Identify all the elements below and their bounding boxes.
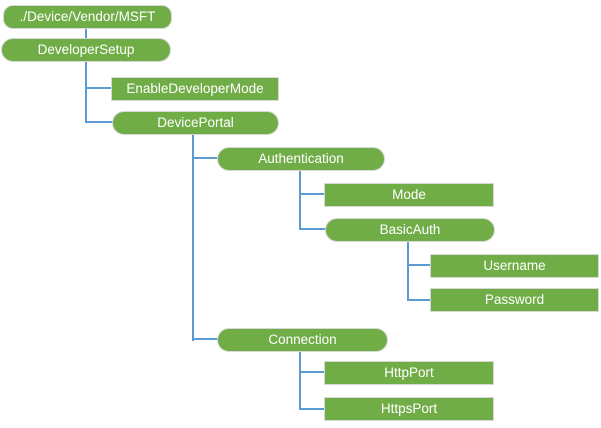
tree-node-basic-auth: BasicAuth	[325, 218, 495, 242]
connector-developersetup-trunk	[85, 62, 87, 123]
tree-node-mode: Mode	[324, 183, 494, 207]
connector-branch-password	[407, 299, 431, 301]
tree-node-developer-setup: DeveloperSetup	[1, 38, 171, 62]
tree-node-http-port: HttpPort	[324, 361, 494, 385]
connector-branch-authentication	[192, 157, 218, 159]
tree-node-username: Username	[430, 254, 599, 278]
connector-deviceportal-trunk	[192, 135, 194, 341]
connector-branch-username	[407, 264, 431, 266]
connector-authentication-trunk	[299, 170, 301, 230]
connector-branch-deviceportal	[85, 121, 113, 123]
connector-branch-connection	[192, 338, 218, 340]
connector-branch-enabledevelopermode	[85, 87, 112, 89]
connector-branch-httpsport	[299, 408, 325, 410]
tree-node-password: Password	[430, 288, 599, 312]
tree-node-enable-developer-mode: EnableDeveloperMode	[111, 77, 279, 101]
connector-connection-trunk	[299, 351, 301, 410]
connector-basicauth-trunk	[407, 241, 409, 301]
connector-branch-httpport	[299, 371, 325, 373]
connector-msft-developersetup	[85, 28, 87, 39]
tree-node-root-msft: ./Device/Vendor/MSFT	[3, 5, 172, 29]
tree-node-authentication: Authentication	[217, 147, 385, 171]
connector-branch-mode	[299, 193, 325, 195]
tree-node-connection: Connection	[217, 328, 388, 352]
tree-node-device-portal: DevicePortal	[112, 111, 279, 135]
tree-node-https-port: HttpsPort	[324, 397, 494, 421]
connector-branch-basicauth	[299, 228, 326, 230]
